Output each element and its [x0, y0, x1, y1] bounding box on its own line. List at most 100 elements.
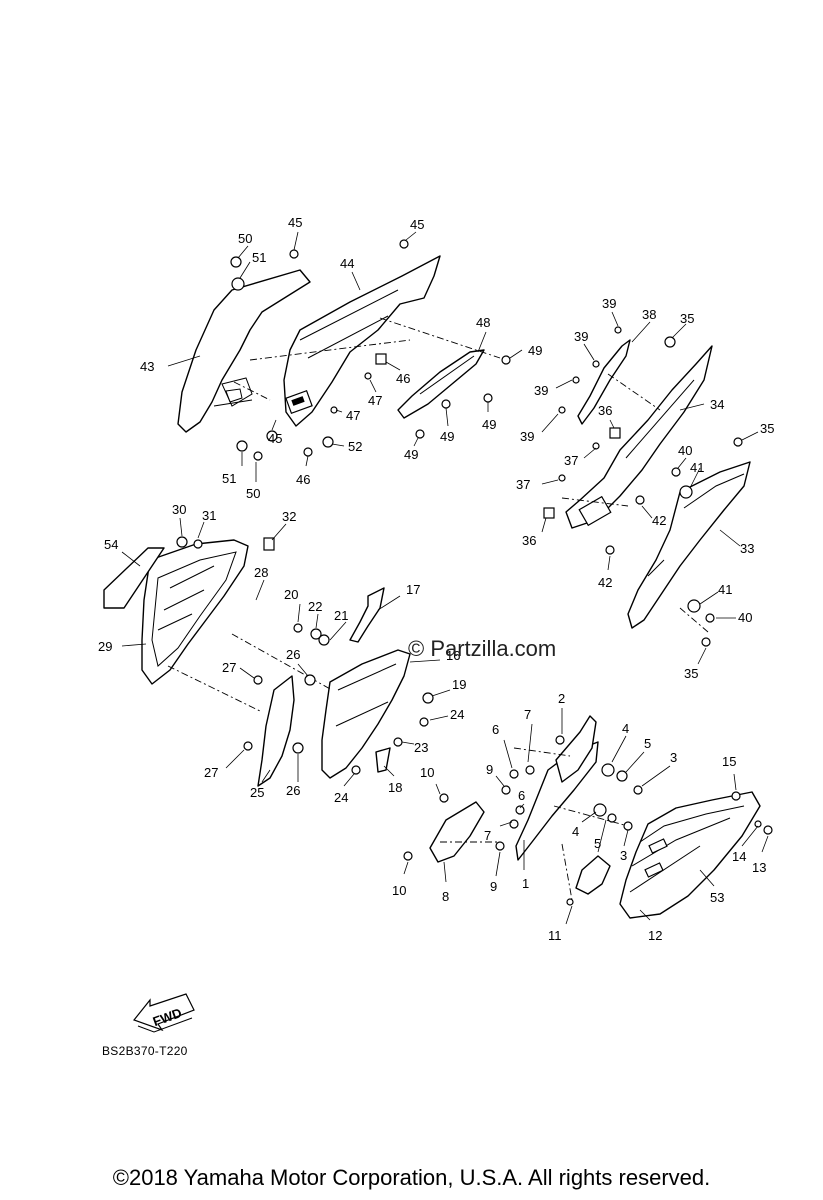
callout-2: 2 [558, 691, 565, 706]
callout-49: 49 [404, 447, 418, 462]
callout-19: 19 [452, 677, 466, 692]
callout-34: 34 [710, 397, 724, 412]
bracket-48 [397, 349, 485, 419]
callout-10: 10 [420, 765, 434, 780]
callout-39: 39 [574, 329, 588, 344]
callout-11: 11 [548, 928, 562, 943]
callout-18: 18 [388, 780, 402, 795]
callout-13: 13 [752, 860, 766, 875]
callout-7: 7 [484, 828, 491, 843]
callout-39: 39 [520, 429, 534, 444]
callout-52: 52 [348, 439, 362, 454]
callout-45: 45 [268, 431, 282, 446]
callout-15: 15 [722, 754, 736, 769]
callout-42: 42 [652, 513, 666, 528]
cover-34 [565, 345, 713, 529]
callout-44: 44 [340, 256, 354, 271]
callout-43: 43 [140, 359, 154, 374]
diagram-code: BS2B370-T220 [102, 1044, 188, 1058]
callout-46: 46 [396, 371, 410, 386]
callout-27: 27 [204, 765, 218, 780]
callout-5: 5 [594, 836, 601, 851]
callout-31: 31 [202, 508, 216, 523]
callout-27: 27 [222, 660, 236, 675]
callout-50: 50 [246, 486, 260, 501]
callout-16: 16 [446, 648, 460, 663]
callout-10: 10 [392, 883, 406, 898]
callout-22: 22 [308, 599, 322, 614]
callout-33: 33 [740, 541, 754, 556]
cover-8 [429, 801, 485, 863]
dashed-lines [167, 317, 709, 901]
callout-3: 3 [620, 848, 627, 863]
part-11 [575, 855, 611, 895]
callout-9: 9 [486, 762, 493, 777]
callout-24: 24 [450, 707, 464, 722]
callouts: 50 51 45 45 44 43 46 47 47 45 52 51 50 4… [98, 215, 774, 943]
callout-1: 1 [522, 876, 529, 891]
watermark: © Partzilla.com [408, 636, 557, 661]
callout-38: 38 [642, 307, 656, 322]
callout-37: 37 [516, 477, 530, 492]
callout-49: 49 [528, 343, 542, 358]
callout-50: 50 [238, 231, 252, 246]
callout-35: 35 [680, 311, 694, 326]
callout-45: 45 [288, 215, 302, 230]
callout-23: 23 [414, 740, 428, 755]
fwd-arrow-icon: FWD [133, 993, 195, 1033]
cover-43 [177, 269, 311, 433]
callout-5: 5 [644, 736, 651, 751]
cover-33 [627, 461, 751, 629]
callout-6: 6 [492, 722, 499, 737]
callout-35: 35 [760, 421, 774, 436]
callout-12: 12 [648, 928, 662, 943]
callout-21: 21 [334, 608, 348, 623]
callout-53: 53 [710, 890, 724, 905]
callout-20: 20 [284, 587, 298, 602]
callout-40: 40 [738, 610, 752, 625]
callout-25: 25 [250, 785, 264, 800]
callout-49: 49 [440, 429, 454, 444]
callout-7: 7 [524, 707, 531, 722]
callout-47: 47 [368, 393, 382, 408]
copyright-notice: ©2018 Yamaha Motor Corporation, U.S.A. A… [112, 1165, 711, 1190]
callout-26: 26 [286, 647, 300, 662]
callout-4: 4 [622, 721, 629, 736]
callout-35: 35 [684, 666, 698, 681]
callout-41: 41 [718, 582, 732, 597]
panel-29 [141, 539, 249, 685]
callout-28: 28 [254, 565, 268, 580]
callout-51: 51 [222, 471, 236, 486]
callout-42: 42 [598, 575, 612, 590]
callout-24: 24 [334, 790, 348, 805]
cover-16 [321, 649, 411, 779]
bracket-2 [555, 715, 597, 783]
callout-37: 37 [564, 453, 578, 468]
callout-45: 45 [410, 217, 424, 232]
callout-14: 14 [732, 849, 746, 864]
cover-12 [619, 791, 761, 919]
leader-lines [121, 231, 769, 925]
callout-29: 29 [98, 639, 112, 654]
callout-40: 40 [678, 443, 692, 458]
callout-4: 4 [572, 824, 579, 839]
callout-9: 9 [490, 879, 497, 894]
pipe-17 [349, 587, 385, 643]
callout-30: 30 [172, 502, 186, 517]
callout-26: 26 [286, 783, 300, 798]
callout-32: 32 [282, 509, 296, 524]
cover-44 [283, 255, 441, 427]
callout-47: 47 [346, 408, 360, 423]
callout-46: 46 [296, 472, 310, 487]
callout-48: 48 [476, 315, 490, 330]
decal-54 [103, 547, 165, 609]
callout-49: 49 [482, 417, 496, 432]
callout-39: 39 [602, 296, 616, 311]
bracket-38 [577, 339, 631, 425]
callout-6: 6 [518, 788, 525, 803]
callout-17: 17 [406, 582, 420, 597]
callout-36: 36 [598, 403, 612, 418]
cover-25 [257, 675, 295, 787]
callout-51: 51 [252, 250, 266, 265]
